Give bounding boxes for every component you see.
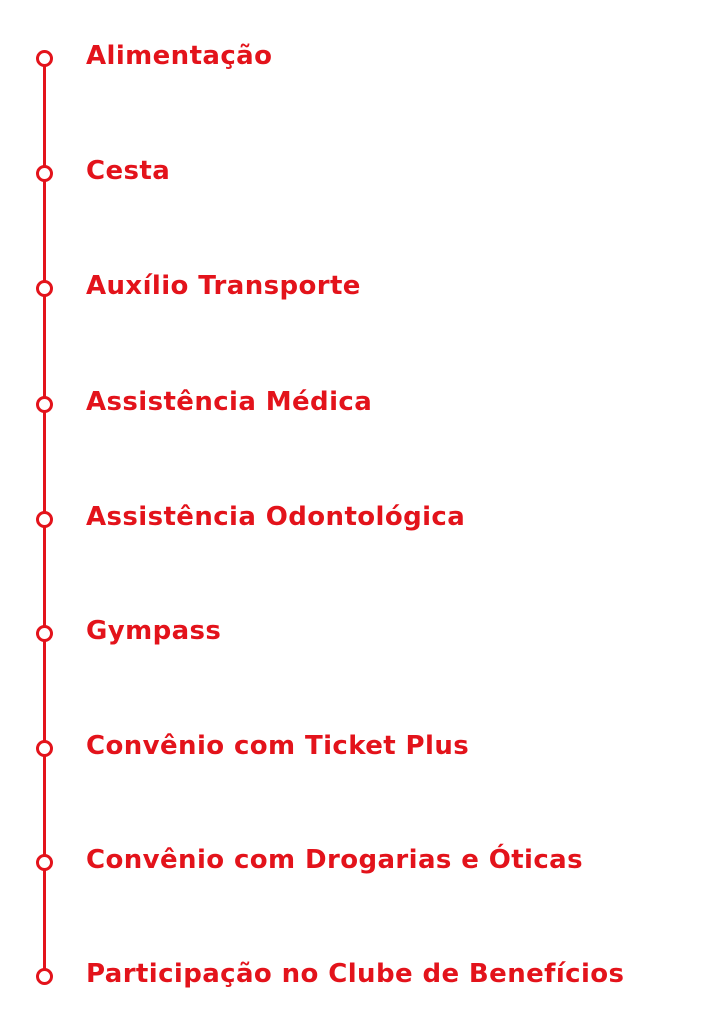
- circle-node-icon: [36, 280, 53, 297]
- timeline-item-label: Auxílio Transporte: [86, 271, 361, 301]
- timeline-item-clube-beneficios: Participação no Clube de Benefícios: [0, 956, 718, 996]
- circle-node-icon: [36, 740, 53, 757]
- timeline-item-gympass: Gympass: [0, 613, 718, 653]
- timeline-item-label: Alimentação: [86, 41, 273, 71]
- timeline-item-label: Convênio com Drogarias e Óticas: [86, 845, 583, 875]
- timeline-item-assistencia-medica: Assistência Médica: [0, 384, 718, 424]
- circle-node-icon: [36, 625, 53, 642]
- timeline-item-ticket-plus: Convênio com Ticket Plus: [0, 728, 718, 768]
- timeline-item-label: Gympass: [86, 616, 222, 646]
- circle-node-icon: [36, 50, 53, 67]
- circle-node-icon: [36, 396, 53, 413]
- circle-node-icon: [36, 968, 53, 985]
- timeline-item-alimentacao: Alimentação: [0, 38, 718, 78]
- timeline-item-label: Cesta: [86, 156, 171, 186]
- timeline-item-cesta: Cesta: [0, 153, 718, 193]
- circle-node-icon: [36, 165, 53, 182]
- timeline-item-label: Convênio com Ticket Plus: [86, 731, 470, 761]
- timeline-item-assistencia-odontologica: Assistência Odontológica: [0, 499, 718, 539]
- timeline-item-label: Assistência Médica: [86, 387, 373, 417]
- timeline-item-label: Assistência Odontológica: [86, 502, 466, 532]
- circle-node-icon: [36, 854, 53, 871]
- timeline-item-drogarias-oticas: Convênio com Drogarias e Óticas: [0, 842, 718, 882]
- timeline-item-label: Participação no Clube de Benefícios: [86, 959, 625, 989]
- circle-node-icon: [36, 511, 53, 528]
- timeline-item-auxilio-transporte: Auxílio Transporte: [0, 268, 718, 308]
